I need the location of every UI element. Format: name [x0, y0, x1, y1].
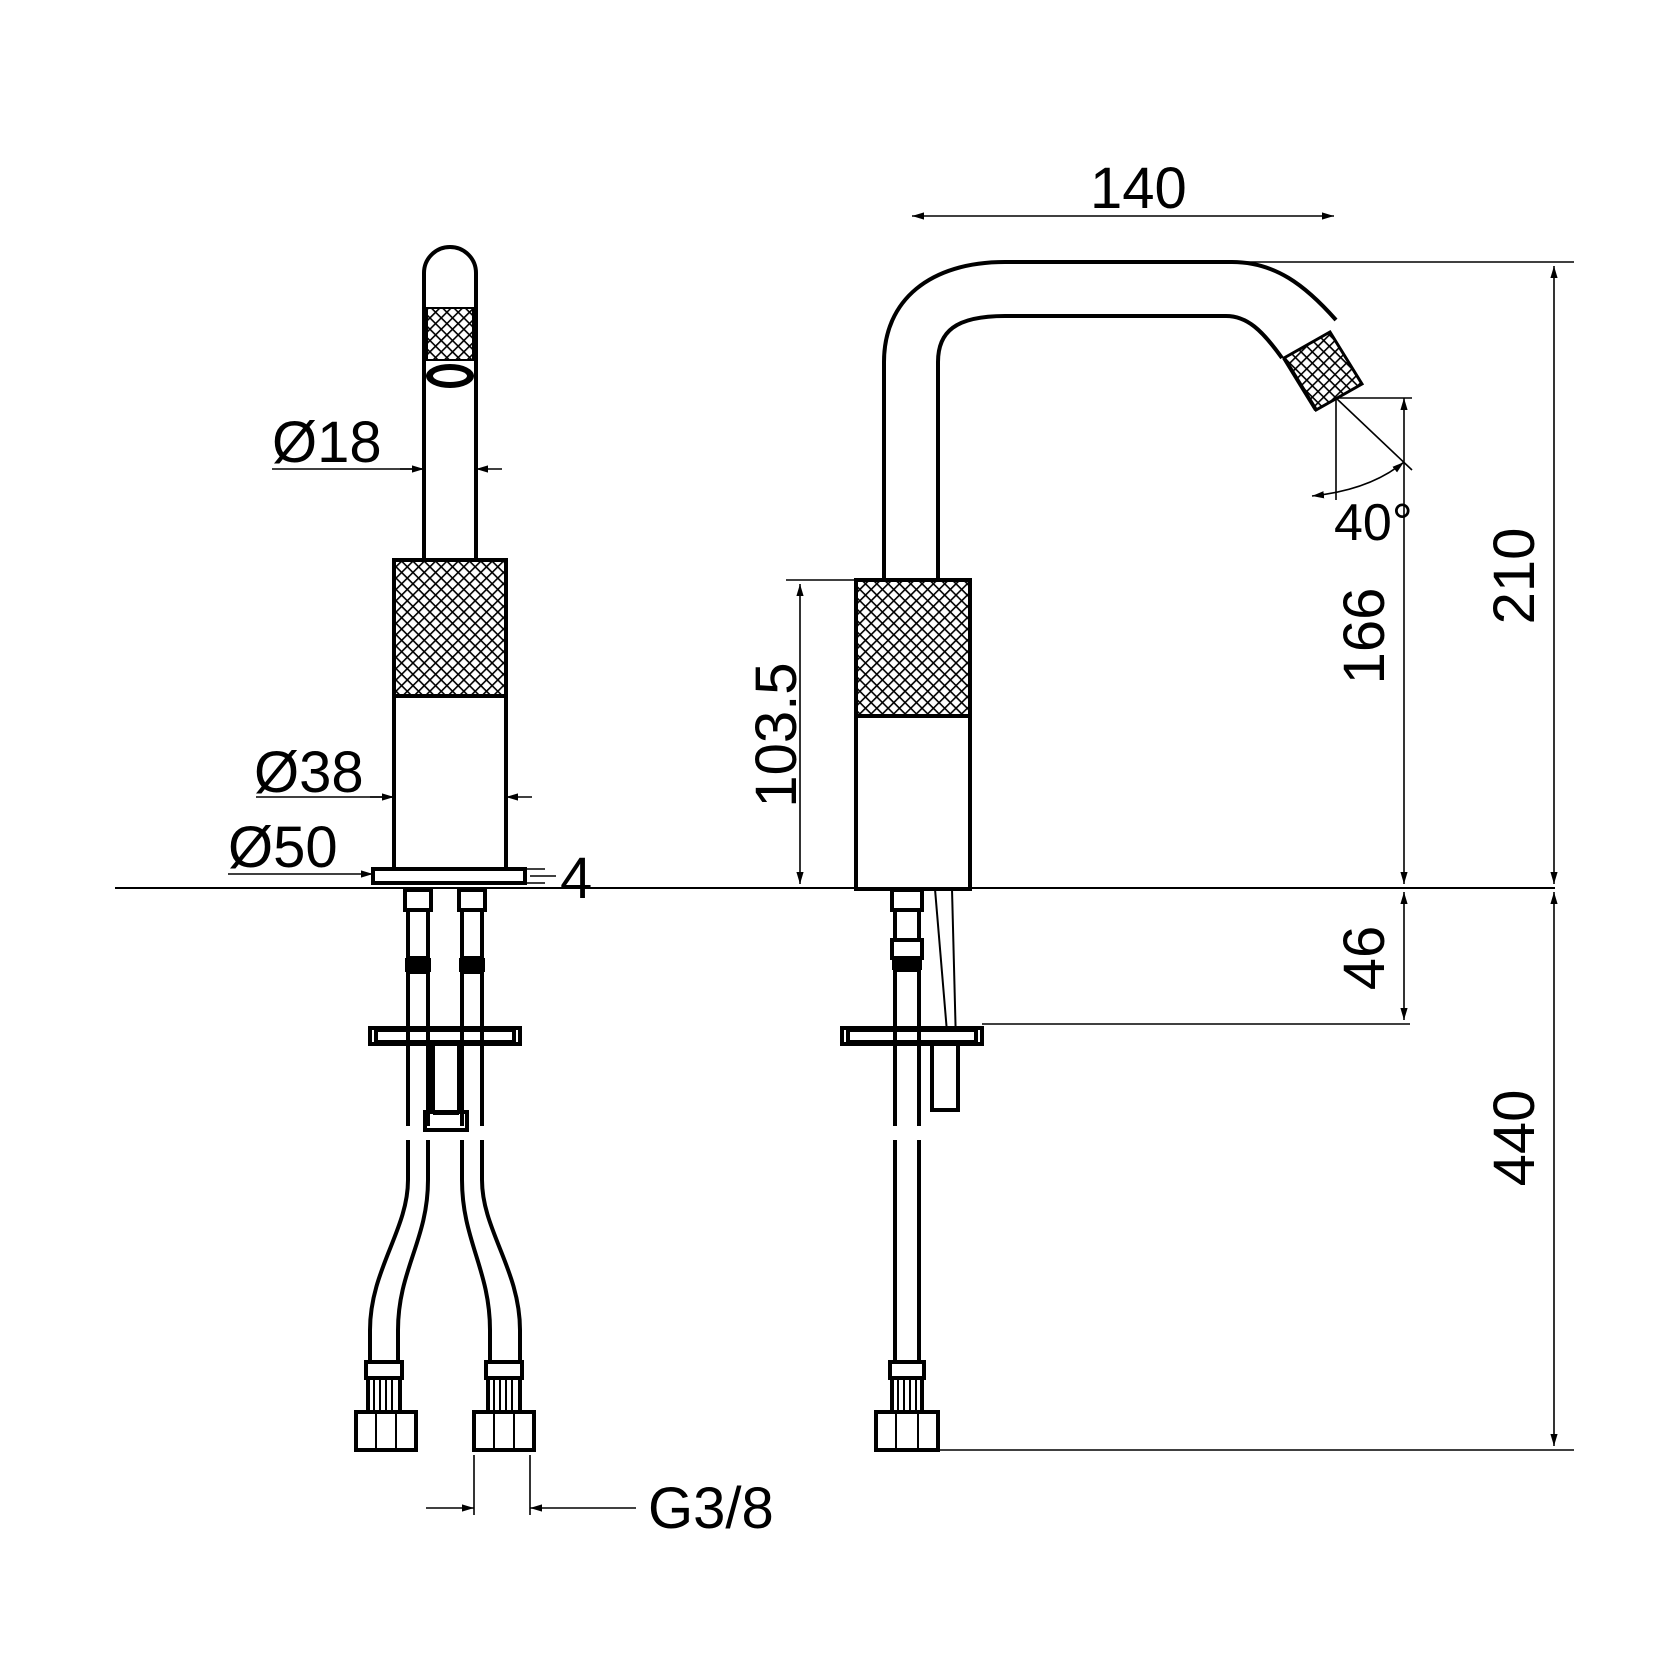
- front-spout-tube: [422, 245, 478, 560]
- side-spout-outer: [882, 260, 1338, 580]
- dim-body-diameter: Ø38: [254, 740, 532, 805]
- side-spout-inner: [936, 314, 1284, 580]
- dim-connection-thread: G3/8: [426, 1455, 774, 1541]
- dim-outlet-height: 166: [1332, 398, 1408, 884]
- dim-mounting-depth: 46: [982, 892, 1410, 1025]
- dim-hose-length: 440: [938, 892, 1574, 1451]
- dim-base-diameter: Ø50: [228, 815, 373, 880]
- dim-spout-diameter-label: Ø18: [272, 410, 382, 475]
- front-spout-knurl: [426, 307, 474, 361]
- dim-total-height-label: 210: [1482, 528, 1547, 625]
- front-body-knurl: [392, 558, 508, 698]
- front-view: Ø18 Ø38 Ø50 4 G3/8: [228, 245, 774, 1541]
- dim-body-diameter-label: Ø38: [254, 740, 364, 805]
- dim-mounting-depth-label: 46: [1332, 926, 1397, 991]
- dim-body-height: 103.5: [744, 579, 856, 884]
- dim-base-thickness-label: 4: [560, 846, 592, 911]
- side-body-knurl: [854, 578, 972, 718]
- dim-total-height: 210: [1232, 261, 1574, 884]
- front-body: [392, 694, 508, 871]
- dim-connection-thread-label: G3/8: [648, 1476, 774, 1541]
- front-hose-fittings: [354, 1360, 536, 1452]
- dim-base-thickness: 4: [525, 846, 592, 911]
- side-body: [854, 714, 972, 891]
- side-hose: [893, 1028, 921, 1365]
- dim-outlet-height-label: 166: [1332, 588, 1397, 685]
- side-view: 140 40° 103.5 166 210: [744, 156, 1574, 1452]
- dim-spout-angle: 40°: [1311, 397, 1413, 552]
- dim-spout-diameter: Ø18: [272, 410, 502, 475]
- side-supply-studs: [890, 888, 960, 1112]
- front-hoses: [368, 1028, 522, 1365]
- front-base-plate: [371, 867, 527, 885]
- dim-spout-reach-label: 140: [1090, 156, 1187, 221]
- dim-hose-length-label: 440: [1482, 1090, 1547, 1187]
- side-hose-fitting: [874, 1360, 940, 1452]
- dim-spout-angle-label: 40°: [1334, 494, 1413, 552]
- dim-body-height-label: 103.5: [744, 662, 809, 807]
- dim-base-diameter-label: Ø50: [228, 815, 338, 880]
- front-supply-studs: [403, 888, 487, 1132]
- dim-spout-reach: 140: [912, 156, 1334, 221]
